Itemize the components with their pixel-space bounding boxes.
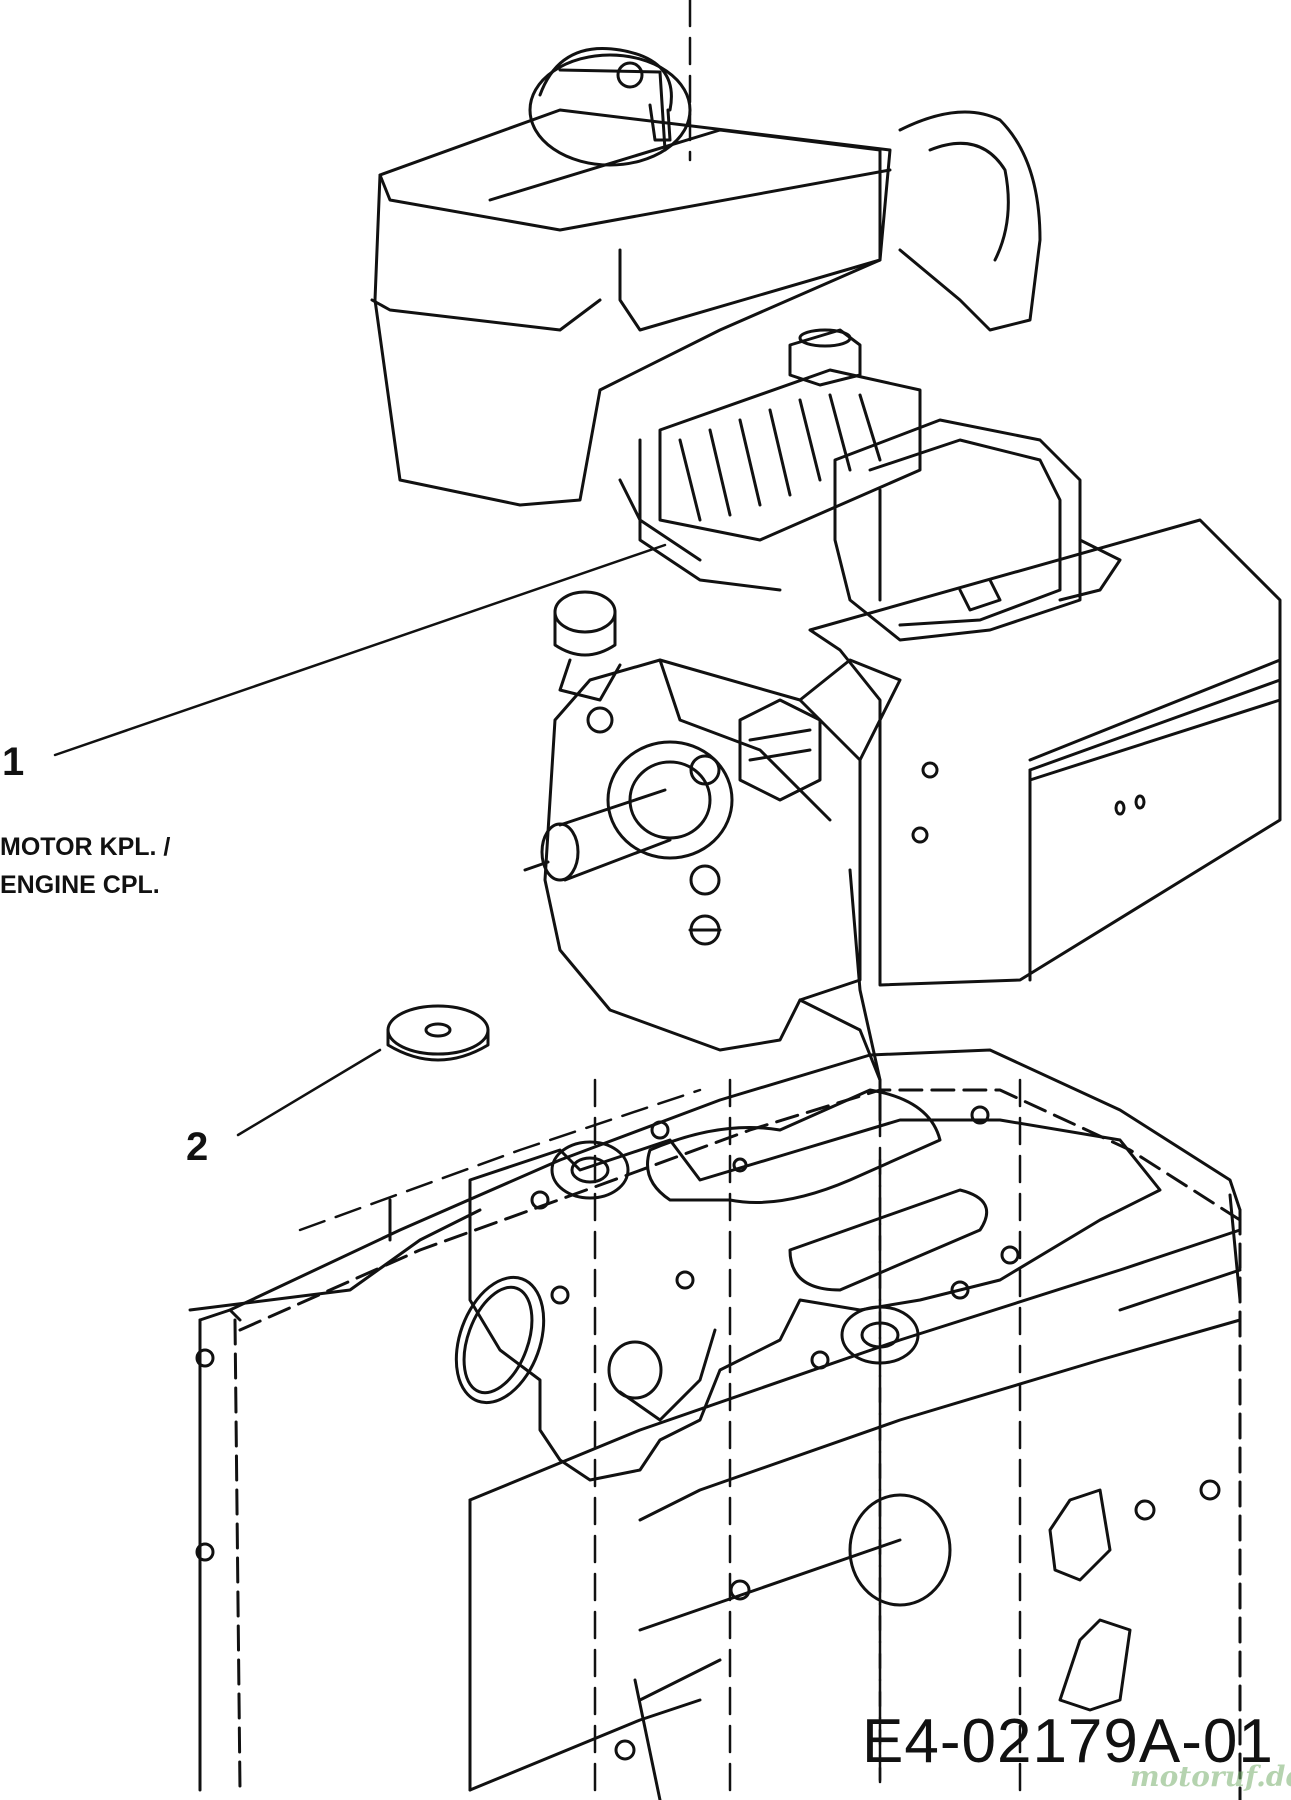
muffler [833, 418, 1122, 642]
callout-2-leader [236, 1048, 382, 1137]
engine-block-front [543, 658, 902, 1122]
washer-part [386, 1004, 490, 1062]
drawing-code: E4-02179A-01 [862, 1707, 1274, 1776]
frame-housing [188, 0, 1242, 1800]
callout-1-number: 1 [2, 740, 25, 784]
callout-1-label-line2: ENGINE CPL. [0, 871, 160, 899]
callout-1-label-line1: MOTOR KPL. / [0, 833, 171, 861]
spark-plug [788, 328, 862, 387]
frame-opening [454, 1275, 546, 1405]
engine-assembly [370, 47, 1282, 1122]
crankshaft [523, 788, 672, 882]
callout-1-label: MOTOR KPL. / ENGINE CPL. [0, 828, 170, 904]
callout-1-leader [53, 543, 667, 757]
recoil-housing [898, 110, 1042, 332]
primer-knob [553, 590, 622, 702]
cylinder-head [618, 368, 922, 592]
crankcase-shroud [808, 518, 1282, 987]
motor-plate [468, 1088, 1162, 1482]
callout-2-number: 2 [186, 1125, 209, 1169]
watermark-motoruf: motoruf.de [1130, 1760, 1291, 1793]
